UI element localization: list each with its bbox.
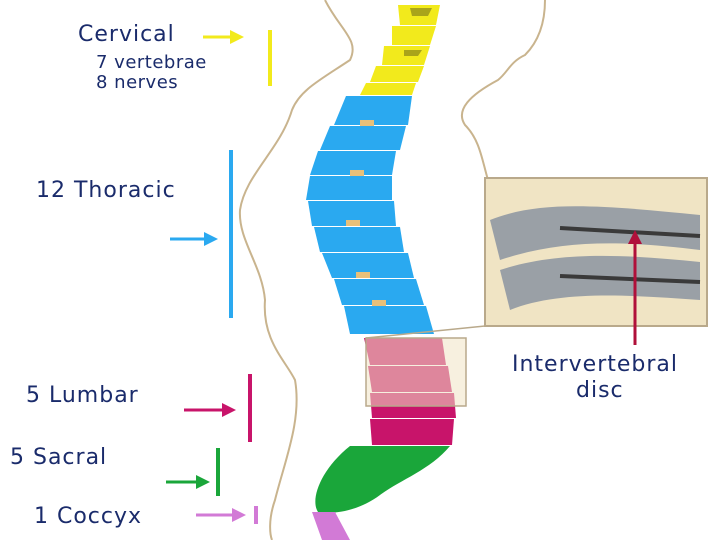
thoracic-label: 12 Thoracic bbox=[36, 178, 176, 203]
body-outline-front bbox=[460, 0, 546, 181]
thoracic-arrow-icon bbox=[170, 232, 218, 246]
body-outline-back bbox=[238, 0, 354, 540]
disc-label-line2: disc bbox=[576, 378, 624, 403]
sacral-label: 5 Sacral bbox=[10, 445, 108, 470]
cervical-arrow-icon bbox=[203, 30, 244, 44]
cervical-vertebrae bbox=[360, 5, 440, 95]
coccyx-bone bbox=[312, 512, 350, 540]
disc-highlight-box bbox=[365, 337, 467, 407]
disc-inset bbox=[365, 177, 708, 339]
lumbar-arrow-icon bbox=[184, 403, 236, 417]
disc-arrow-icon bbox=[628, 230, 642, 345]
cervical-label: Cervical bbox=[78, 22, 175, 47]
cervical-nerves-count: 8 nerves bbox=[96, 72, 179, 93]
thoracic-vertebrae bbox=[306, 96, 434, 334]
disc-label-line1: Intervertebral bbox=[512, 352, 679, 377]
sacrum bbox=[315, 446, 450, 513]
sacral-arrow-icon bbox=[166, 475, 210, 489]
coccyx-label: 1 Coccyx bbox=[34, 504, 143, 529]
coccyx-arrow-icon bbox=[196, 508, 246, 522]
cervical-vertebrae-count: 7 vertebrae bbox=[96, 52, 207, 73]
lumbar-label: 5 Lumbar bbox=[26, 383, 139, 408]
